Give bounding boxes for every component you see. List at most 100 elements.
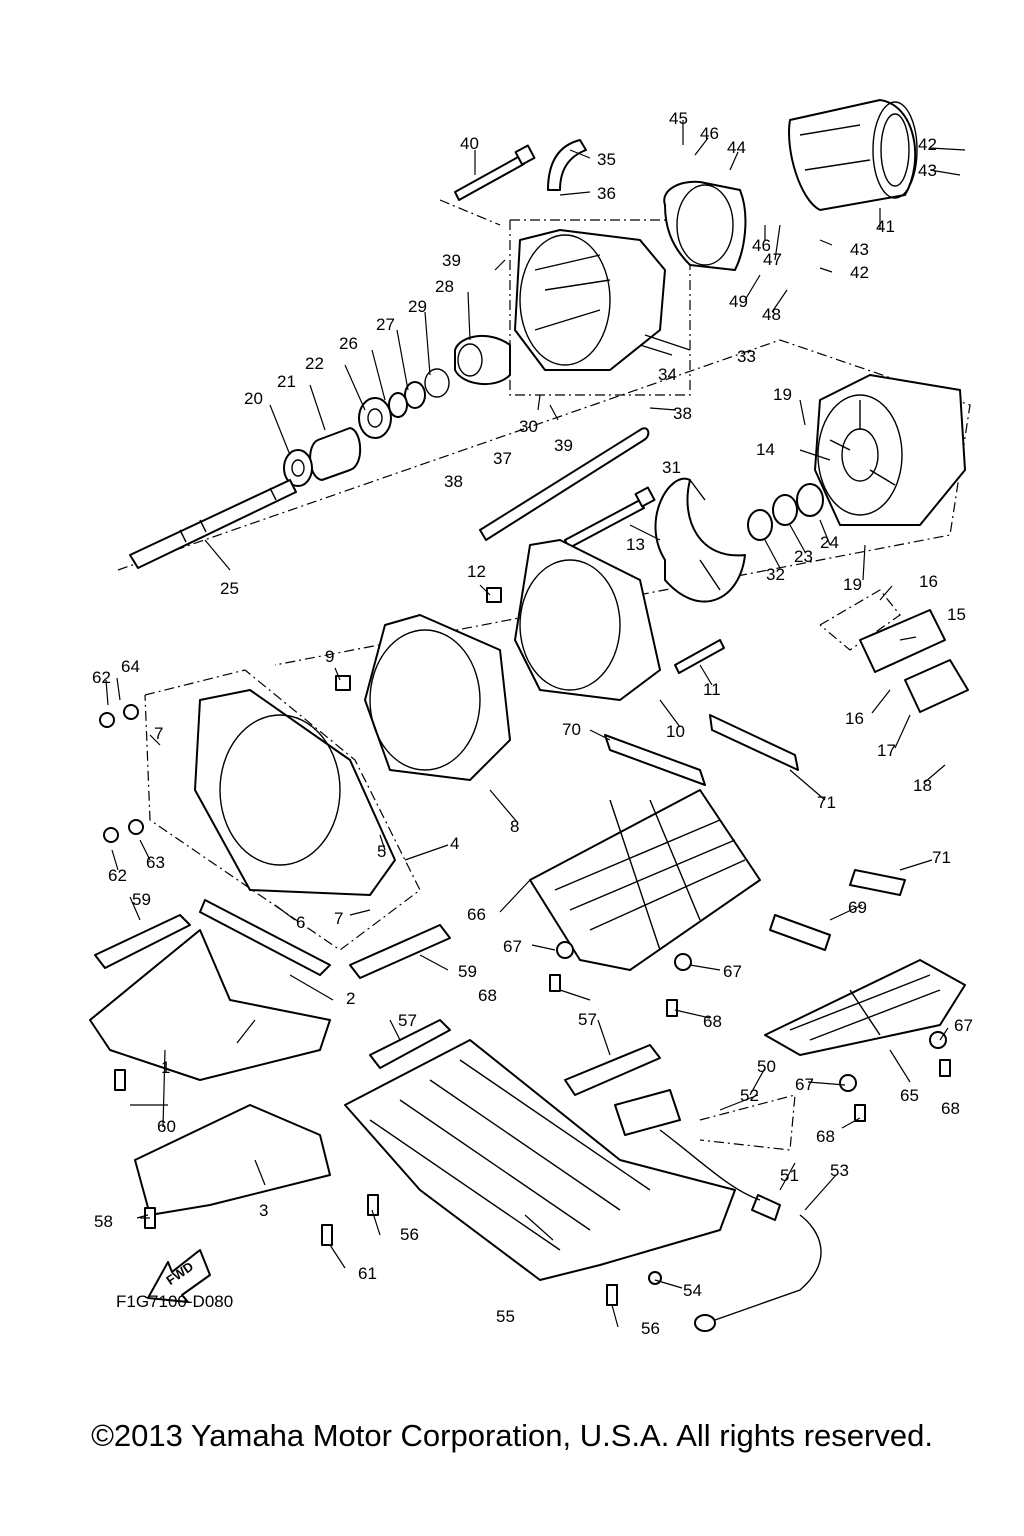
spacer-sleeve — [309, 427, 362, 481]
copyright-notice: ©2013 Yamaha Motor Corporation, U.S.A. A… — [91, 1418, 933, 1453]
callout-13: 13 — [626, 535, 645, 554]
callout-7b: 7 — [334, 909, 343, 928]
callout-39a: 39 — [442, 251, 461, 270]
callout-69: 69 — [848, 898, 867, 917]
intake-housing-10 — [514, 539, 661, 701]
callout-43a: 43 — [918, 161, 937, 180]
callout-65: 65 — [900, 1086, 919, 1105]
callout-5: 5 — [377, 842, 386, 861]
callout-9: 9 — [325, 647, 334, 666]
callout-numbers: 1 2 3 4 5 6 7 7 8 9 10 11 12 13 14 15 16… — [92, 109, 973, 1338]
callout-64: 64 — [121, 657, 140, 676]
callout-56b: 56 — [641, 1319, 660, 1338]
callout-62b: 62 — [108, 866, 127, 885]
callout-71a: 71 — [817, 793, 836, 812]
callout-46b: 46 — [752, 236, 771, 255]
callout-22: 22 — [305, 354, 324, 373]
callout-8: 8 — [510, 817, 519, 836]
bracket-59a — [94, 914, 191, 969]
callout-59a: 59 — [132, 890, 151, 909]
strap-71a — [709, 714, 799, 771]
callout-26: 26 — [339, 334, 358, 353]
bracket-57b — [564, 1044, 661, 1096]
callout-38b: 38 — [444, 472, 463, 491]
bolt-11 — [674, 639, 725, 674]
callout-54: 54 — [683, 1281, 702, 1300]
intake-grate-65 — [764, 959, 966, 1056]
callout-2: 2 — [346, 989, 355, 1008]
callout-33: 33 — [737, 347, 756, 366]
callout-32: 32 — [766, 565, 785, 584]
callout-41: 41 — [876, 217, 895, 236]
water-tube — [479, 427, 650, 541]
callout-52: 52 — [740, 1086, 759, 1105]
callout-16a: 16 — [919, 572, 938, 591]
callout-39b: 39 — [554, 436, 573, 455]
callout-55: 55 — [496, 1307, 515, 1326]
diagram-code: F1G7100-D080 — [116, 1292, 233, 1311]
callout-7a: 7 — [154, 724, 163, 743]
impeller — [654, 477, 746, 603]
callout-34: 34 — [658, 365, 677, 384]
callout-67d: 67 — [795, 1075, 814, 1094]
callout-42b: 42 — [850, 263, 869, 282]
callout-27: 27 — [376, 315, 395, 334]
callout-21: 21 — [277, 372, 296, 391]
callout-19b: 19 — [843, 575, 862, 594]
callout-57b: 57 — [578, 1010, 597, 1029]
callout-12: 12 — [467, 562, 486, 581]
callout-11: 11 — [703, 680, 721, 699]
callout-58: 58 — [94, 1212, 113, 1231]
bolt-40 — [454, 155, 525, 201]
intake-duct-4 — [194, 689, 396, 896]
strap-71b — [849, 869, 906, 896]
cover — [904, 659, 969, 713]
callout-14: 14 — [756, 440, 775, 459]
callout-35: 35 — [597, 150, 616, 169]
callout-59b: 59 — [458, 962, 477, 981]
callout-31: 31 — [662, 458, 681, 477]
callout-68d: 68 — [941, 1099, 960, 1118]
bottom-group — [89, 704, 966, 1332]
callout-51: 51 — [780, 1166, 799, 1185]
callout-37: 37 — [493, 449, 512, 468]
callout-42a: 42 — [918, 135, 937, 154]
hose — [547, 139, 587, 191]
callout-49: 49 — [729, 292, 748, 311]
callout-6: 6 — [296, 913, 305, 932]
callout-20: 20 — [244, 389, 263, 408]
bolt-icons — [99, 704, 951, 1306]
callout-30: 30 — [519, 417, 538, 436]
frame-1 — [89, 929, 331, 1081]
callout-16b: 16 — [845, 709, 864, 728]
bracket-59b — [349, 924, 451, 979]
nozzle-ring — [663, 180, 747, 271]
steering-nozzle — [788, 99, 917, 211]
ride-plate-55 — [344, 1039, 736, 1281]
callout-38a: 38 — [673, 404, 692, 423]
callout-40: 40 — [460, 134, 479, 153]
callout-23: 23 — [794, 547, 813, 566]
callout-57a: 57 — [398, 1011, 417, 1030]
callout-4: 4 — [450, 834, 459, 853]
callout-61: 61 — [358, 1264, 377, 1283]
callout-62a: 62 — [92, 668, 111, 687]
callout-19a: 19 — [773, 385, 792, 404]
intake-housing-8 — [364, 614, 511, 781]
callout-24: 24 — [820, 533, 839, 552]
callout-67b: 67 — [723, 962, 742, 981]
callout-46a: 46 — [700, 124, 719, 143]
callout-25: 25 — [220, 579, 239, 598]
drive-shaft — [129, 479, 297, 569]
callout-47: 47 — [763, 250, 782, 269]
callout-17: 17 — [877, 741, 896, 760]
jet-pump-housing — [514, 229, 666, 371]
callout-44: 44 — [727, 138, 746, 157]
callout-66: 66 — [467, 905, 486, 924]
callout-48: 48 — [762, 305, 781, 324]
callout-63: 63 — [146, 853, 165, 872]
strap-69 — [769, 914, 831, 951]
callout-53: 53 — [830, 1161, 849, 1180]
sensor-bracket-50 — [614, 1089, 681, 1136]
